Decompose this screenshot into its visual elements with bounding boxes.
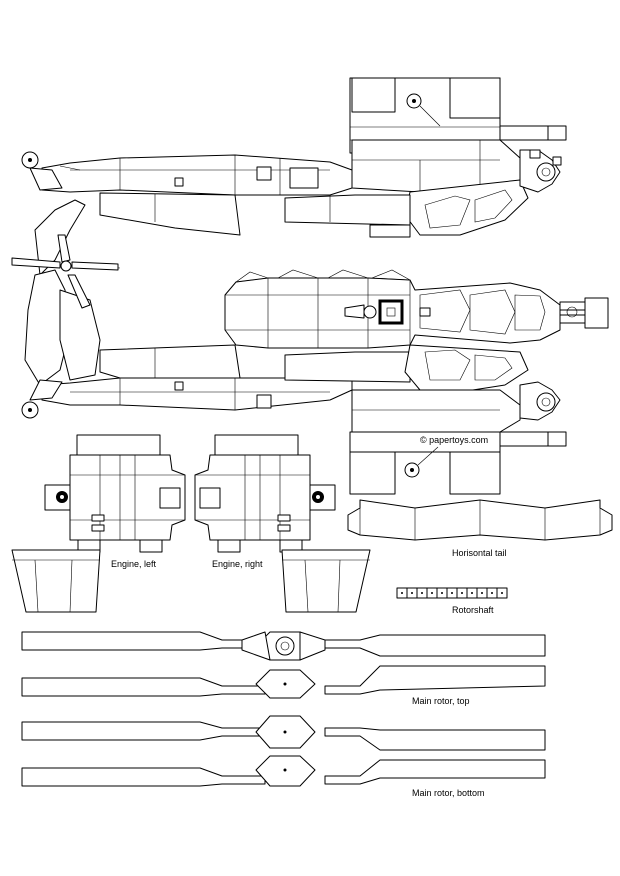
main-rotor-bottom-label: Main rotor, bottom (412, 788, 485, 798)
rotorshaft-cell-dot (461, 592, 463, 594)
tail-rotor-assembly (11, 199, 121, 386)
main-rotor-top-label: Main rotor, top (412, 696, 470, 706)
engine-right-part (194, 434, 336, 553)
rotorshaft-strip (396, 587, 508, 599)
engine-right-label: Engine, right (212, 559, 263, 569)
rotorshaft-cell-dot (441, 592, 443, 594)
rotorshaft-label: Rotorshaft (452, 605, 494, 615)
rotorshaft-cell-dot (471, 592, 473, 594)
main-rotor-top-part (21, 631, 546, 699)
rotorshaft-cell-dot (481, 592, 483, 594)
rotorshaft-cell-dot (411, 592, 413, 594)
rotorshaft-cell-dot (431, 592, 433, 594)
credit-label: © papertoys.com (420, 435, 489, 445)
rotorshaft-cell-dot (451, 592, 453, 594)
main-rotor-bottom-part (21, 715, 546, 787)
horizontal-tail-part (347, 499, 613, 541)
rotorshaft-cell-dot (491, 592, 493, 594)
horizontal-tail-label: Horisontal tail (452, 548, 507, 558)
exhaust-panels (11, 549, 371, 613)
fuselage-top-panel (224, 269, 609, 349)
engine-left-label: Engine, left (111, 559, 157, 569)
fuselage-side-lower (21, 344, 567, 495)
rotorshaft-cell-dot (421, 592, 423, 594)
rotorshaft-cell-dot (501, 592, 503, 594)
rotorshaft-cell-dot (401, 592, 403, 594)
engine-left-part (44, 434, 186, 553)
fuselage-side-upper (21, 77, 567, 238)
